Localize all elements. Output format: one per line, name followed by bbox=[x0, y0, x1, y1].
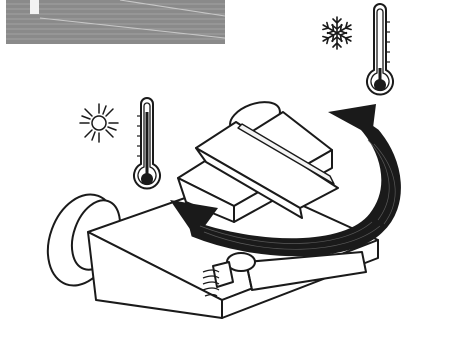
inset-highlight bbox=[30, 0, 39, 14]
sun-icon bbox=[80, 104, 118, 142]
inset-panel bbox=[6, 0, 225, 44]
rotation-arrowhead-right bbox=[328, 104, 376, 136]
snowflake-icon bbox=[321, 17, 354, 49]
thermometer-hot-icon bbox=[134, 98, 160, 189]
thermometer-cold-icon bbox=[367, 4, 393, 95]
